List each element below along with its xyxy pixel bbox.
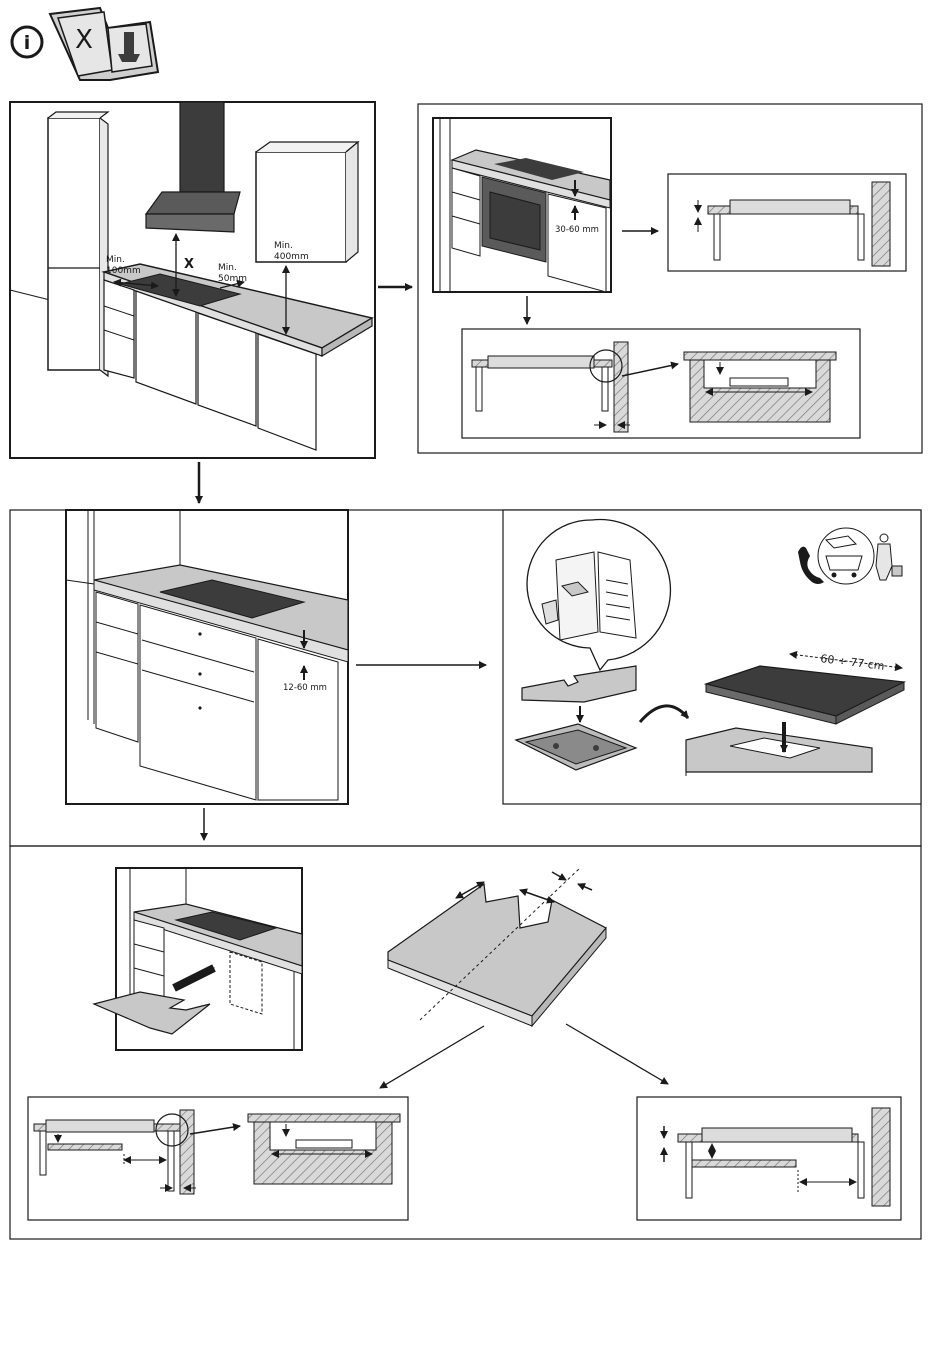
panel-template-dimensions	[380, 868, 668, 1088]
manual-letter: X	[75, 25, 93, 55]
min-top-value: 400mm	[274, 252, 309, 262]
oven-gap-label: 30-60 mm	[555, 225, 599, 235]
header: i X	[12, 8, 158, 80]
min-back-value: 50mm	[218, 274, 247, 284]
cart-icon	[826, 556, 862, 570]
panel-insert-template	[94, 868, 302, 1050]
svg-text:i: i	[24, 32, 31, 54]
info-icon: i	[12, 27, 42, 57]
min-back-label: Min.	[218, 263, 237, 273]
min-side-label: Min.	[106, 255, 125, 265]
panel-install-hob: 60 ÷ 77 cm	[503, 510, 921, 804]
panel-oven-builtin: 30-60 mm	[418, 104, 922, 453]
min-top-label: Min.	[274, 241, 293, 251]
hood-distance-label: X	[184, 257, 194, 272]
technician-icon	[880, 534, 888, 542]
panel-section-right	[637, 1097, 901, 1220]
min-side-value: 100mm	[106, 266, 141, 276]
panel-kitchen-clearances: Min. 100mm X Min. 50mm Min. 400mm	[10, 102, 375, 458]
manual-book-icon: X	[50, 8, 158, 80]
panel-drawer-builtin: 12-60 mm	[66, 510, 348, 804]
panel-section-left	[28, 1097, 408, 1220]
drawer-gap-label: 12-60 mm	[283, 683, 327, 693]
